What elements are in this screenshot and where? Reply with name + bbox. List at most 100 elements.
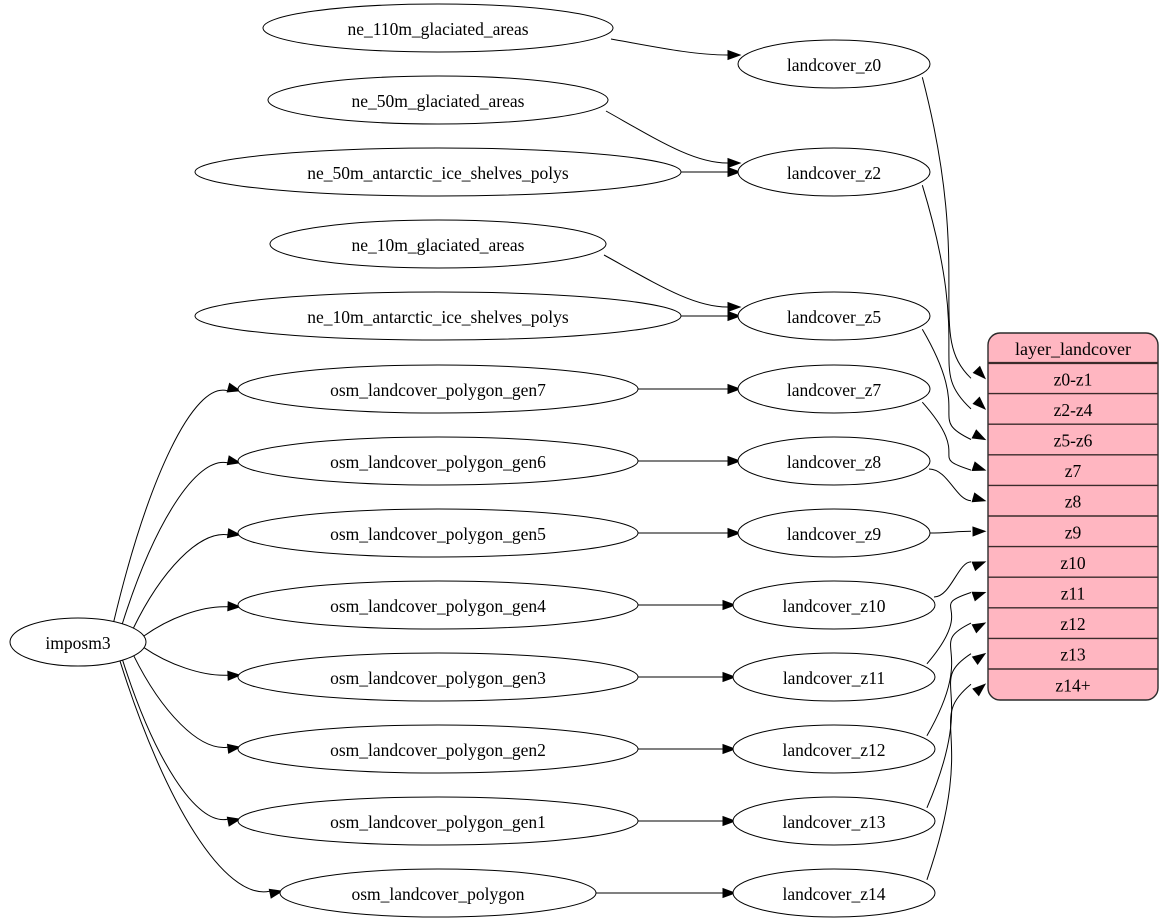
table-row-z13[interactable]: z13 [1060, 645, 1086, 665]
node-label-osm_landcover_polygon_gen2: osm_landcover_polygon_gen2 [330, 740, 546, 760]
edge-imposm3-to-osm_landcover_polygon-arrowhead [268, 888, 284, 899]
node-shape-osm_landcover_polygon_gen6 [237, 436, 639, 486]
node-osm_landcover_polygon_gen7[interactable]: osm_landcover_polygon_gen7 [237, 364, 639, 414]
node-osm_landcover_polygon_gen3[interactable]: osm_landcover_polygon_gen3 [237, 652, 639, 702]
table-row-z5-z6[interactable]: z5-z6 [1054, 431, 1093, 451]
edge-osm_landcover_polygon_gen4-to-landcover_z10-arrowhead [722, 599, 737, 611]
node-landcover_z11[interactable]: landcover_z11 [732, 652, 936, 702]
node-label-osm_landcover_polygon_gen1: osm_landcover_polygon_gen1 [330, 812, 546, 832]
edge-ne_10m_glaciated_areas-to-landcover_z5-arrowhead [727, 301, 742, 313]
node-ne_50m_antarctic_ice_shelves_polys[interactable]: ne_50m_antarctic_ice_shelves_polys [194, 147, 682, 197]
table-row-z8[interactable]: z8 [1065, 492, 1082, 512]
edge-landcover_z9-to-table-row-z9 [928, 530, 972, 534]
node-label-ne_10m_antarctic_ice_shelves_polys: ne_10m_antarctic_ice_shelves_polys [307, 307, 569, 327]
edge-landcover_z14-to-table-row-z14+ [926, 683, 972, 880]
edge-osm_landcover_polygon_gen3-to-landcover_z11-arrowhead [722, 671, 737, 683]
edge-imposm3-to-osm_landcover_polygon [119, 660, 270, 893]
node-landcover_z8[interactable]: landcover_z8 [737, 436, 931, 486]
node-osm_landcover_polygon_gen2[interactable]: osm_landcover_polygon_gen2 [237, 724, 639, 774]
node-shape-osm_landcover_polygon_gen2 [237, 724, 639, 774]
node-landcover_z7[interactable]: landcover_z7 [737, 364, 931, 414]
node-osm_landcover_polygon_gen5[interactable]: osm_landcover_polygon_gen5 [237, 508, 639, 558]
node-ne_10m_antarctic_ice_shelves_polys[interactable]: ne_10m_antarctic_ice_shelves_polys [194, 291, 682, 341]
edge-landcover_z8-to-table-row-z8-arrowhead [971, 492, 987, 503]
node-ne_110m_glaciated_areas[interactable]: ne_110m_glaciated_areas [262, 3, 614, 53]
node-osm_landcover_polygon_gen4[interactable]: osm_landcover_polygon_gen4 [237, 580, 639, 630]
edge-landcover_z2-to-table-row-z2-z4 [921, 185, 972, 410]
node-shape-landcover_z12 [732, 724, 936, 774]
table-row-z11[interactable]: z11 [1061, 584, 1086, 604]
edge-ne_50m_glaciated_areas-to-landcover_z2 [605, 110, 728, 164]
table-row-z12[interactable]: z12 [1060, 614, 1085, 634]
node-shape-landcover_z9 [737, 508, 931, 558]
node-landcover_z10[interactable]: landcover_z10 [732, 580, 936, 630]
node-label-landcover_z5: landcover_z5 [787, 307, 882, 327]
node-label-landcover_z10: landcover_z10 [782, 596, 885, 616]
node-shape-ne_50m_antarctic_ice_shelves_polys [194, 147, 682, 197]
node-landcover_z13[interactable]: landcover_z13 [732, 796, 936, 846]
node-label-landcover_z12: landcover_z12 [782, 740, 885, 760]
edge-imposm3-to-osm_landcover_polygon_gen2 [132, 654, 228, 748]
node-label-ne_50m_glaciated_areas: ne_50m_glaciated_areas [352, 91, 525, 111]
node-landcover_z9[interactable]: landcover_z9 [737, 508, 931, 558]
node-shape-landcover_z11 [732, 652, 936, 702]
node-label-osm_landcover_polygon_gen4: osm_landcover_polygon_gen4 [330, 596, 546, 616]
edge-ne_10m_glaciated_areas-to-landcover_z5 [603, 254, 728, 308]
node-landcover_z14[interactable]: landcover_z14 [732, 868, 936, 918]
node-landcover_z5[interactable]: landcover_z5 [737, 291, 931, 341]
table-title: layer_landcover [1015, 339, 1131, 359]
edge-imposm3-to-osm_landcover_polygon_gen2-arrowhead [226, 743, 242, 754]
table-row-z2-z4[interactable]: z2-z4 [1054, 400, 1093, 420]
edge-landcover_z10-to-table-row-z10-arrowhead [971, 561, 987, 572]
node-imposm3[interactable]: imposm3 [9, 617, 147, 667]
node-landcover_z0[interactable]: landcover_z0 [737, 39, 931, 89]
edge-landcover_z8-to-table-row-z8 [928, 468, 972, 502]
table-row-z9[interactable]: z9 [1065, 522, 1082, 542]
nodes-layer: imposm3 ne_110m_glaciated_areas ne_50m_gla… [9, 3, 936, 918]
edge-landcover_z9-to-table-row-z9-arrowhead [972, 526, 987, 537]
node-landcover_z12[interactable]: landcover_z12 [732, 724, 936, 774]
layer-landcover-table[interactable]: layer_landcover z0-z1 z2-z4 z5-z6 z7 z8 z9 z10 z… [987, 332, 1159, 701]
edge-landcover_z13-to-table-row-z13 [926, 653, 972, 808]
edge-osm_landcover_polygon_gen6-to-landcover_z8-arrowhead [727, 455, 742, 467]
table-row-z10[interactable]: z10 [1060, 553, 1086, 573]
table-row-z7[interactable]: z7 [1065, 461, 1082, 481]
edge-landcover_z2-to-table-row-z2-z4-arrowhead [972, 396, 987, 410]
table-row-z0-z1[interactable]: z0-z1 [1054, 369, 1093, 389]
node-label-osm_landcover_polygon: osm_landcover_polygon [351, 884, 524, 904]
edge-landcover_z14-to-table-row-z14+-arrowhead [972, 683, 987, 697]
edge-imposm3-to-osm_landcover_polygon_gen7-arrowhead [226, 382, 242, 393]
edge-landcover_z12-to-table-row-z12-arrowhead [971, 622, 987, 634]
node-shape-osm_landcover_polygon_gen7 [237, 364, 639, 414]
node-label-landcover_z2: landcover_z2 [787, 163, 881, 183]
node-shape-landcover_z14 [732, 868, 936, 918]
edge-imposm3-to-osm_landcover_polygon_gen7 [113, 389, 228, 623]
node-label-osm_landcover_polygon_gen3: osm_landcover_polygon_gen3 [330, 668, 546, 688]
table-row-z14+[interactable]: z14+ [1055, 675, 1090, 695]
node-label-landcover_z9: landcover_z9 [787, 524, 882, 544]
edge-imposm3-to-osm_landcover_polygon_gen6-arrowhead [226, 455, 242, 466]
node-label-ne_50m_antarctic_ice_shelves_polys: ne_50m_antarctic_ice_shelves_polys [307, 163, 569, 183]
node-osm_landcover_polygon_gen1[interactable]: osm_landcover_polygon_gen1 [237, 796, 639, 846]
edge-imposm3-to-osm_landcover_polygon_gen1-arrowhead [226, 816, 242, 827]
node-shape-osm_landcover_polygon_gen1 [237, 796, 639, 846]
edge-landcover_z10-to-table-row-z10 [933, 561, 972, 598]
node-osm_landcover_polygon[interactable]: osm_landcover_polygon [279, 868, 597, 918]
edge-landcover_z7-to-table-row-z7 [921, 401, 972, 471]
edge-imposm3-to-osm_landcover_polygon_gen3-arrowhead [227, 670, 242, 681]
edge-landcover_z5-to-table-row-z5-z6 [921, 328, 972, 440]
edge-ne_110m_glaciated_areas-to-landcover_z0-arrowhead [727, 49, 742, 61]
node-landcover_z2[interactable]: landcover_z2 [737, 147, 931, 197]
edge-landcover_z0-to-table-row-z0-z1-arrowhead [972, 365, 987, 380]
node-ne_50m_glaciated_areas[interactable]: ne_50m_glaciated_areas [267, 75, 609, 125]
node-shape-ne_50m_glaciated_areas [267, 75, 609, 125]
node-osm_landcover_polygon_gen6[interactable]: osm_landcover_polygon_gen6 [237, 436, 639, 486]
node-label-imposm3: imposm3 [45, 633, 110, 653]
node-shape-osm_landcover_polygon_gen3 [237, 652, 639, 702]
edge-imposm3-to-osm_landcover_polygon_gen5-arrowhead [226, 528, 242, 539]
edge-osm_landcover_polygon_gen7-to-landcover_z7-arrowhead [727, 383, 742, 395]
edge-osm_landcover_polygon_gen2-to-landcover_z12-arrowhead [722, 743, 737, 755]
node-ne_10m_glaciated_areas[interactable]: ne_10m_glaciated_areas [269, 219, 607, 269]
